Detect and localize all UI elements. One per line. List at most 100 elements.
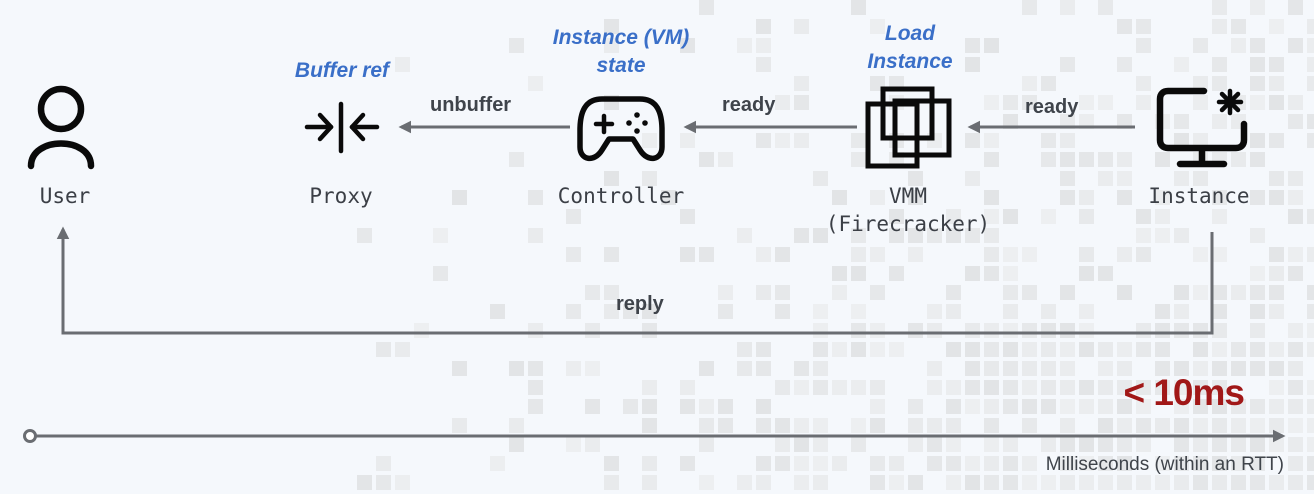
background-grid-square <box>1288 190 1303 205</box>
background-grid-square <box>642 418 657 433</box>
background-grid-square <box>965 38 980 53</box>
background-grid-square <box>1155 190 1170 205</box>
background-grid-square <box>984 361 999 376</box>
background-grid-square <box>756 342 771 357</box>
background-grid-square <box>756 475 771 490</box>
background-grid-square <box>1288 0 1303 15</box>
background-grid-square <box>870 285 885 300</box>
background-grid-square <box>509 361 524 376</box>
background-grid-square <box>946 209 961 224</box>
background-grid-square <box>1250 437 1265 452</box>
background-grid-square <box>1041 342 1056 357</box>
background-grid-square <box>680 133 695 148</box>
background-grid-square <box>1193 475 1208 490</box>
background-grid-square <box>1079 380 1094 395</box>
background-grid-square <box>756 399 771 414</box>
background-grid-square <box>794 76 809 91</box>
background-grid-square <box>1212 399 1227 414</box>
background-grid-square <box>452 190 467 205</box>
background-grid-square <box>699 475 714 490</box>
background-grid-square <box>1288 323 1303 338</box>
background-grid-square <box>946 304 961 319</box>
background-grid-square <box>1212 285 1227 300</box>
background-grid-square <box>1212 418 1227 433</box>
background-grid-square <box>870 399 885 414</box>
background-grid-square <box>1288 247 1303 262</box>
background-grid-square <box>1003 285 1018 300</box>
background-grid-square <box>1250 323 1265 338</box>
background-grid-square <box>1079 437 1094 452</box>
node-label-user: User <box>39 184 91 208</box>
background-grid-square <box>1231 475 1246 490</box>
background-grid-square <box>870 19 885 34</box>
background-grid-square <box>604 304 619 319</box>
background-grid-square <box>1098 152 1113 167</box>
background-grid-square <box>718 399 733 414</box>
background-grid-square <box>927 228 942 243</box>
background-grid-square <box>1098 266 1113 281</box>
background-grid-square <box>509 152 524 167</box>
background-grid-square <box>1060 475 1075 490</box>
background-grid-square <box>1155 418 1170 433</box>
background-grid-square <box>1307 399 1314 414</box>
background-grid-square <box>357 475 372 490</box>
background-grid-square <box>1193 399 1208 414</box>
background-grid-square <box>642 304 657 319</box>
edge-label-vmm-to-controller: ready <box>722 94 776 116</box>
background-grid-square <box>775 418 790 433</box>
background-grid-square <box>680 380 695 395</box>
background-grid-square <box>1250 475 1265 490</box>
background-grid-square <box>965 57 980 72</box>
background-grid-square <box>794 95 809 110</box>
background-grid-square <box>813 380 828 395</box>
background-grid-square <box>1079 266 1094 281</box>
background-grid-square <box>1117 418 1132 433</box>
background-grid-square <box>680 456 695 471</box>
background-grid-square <box>699 361 714 376</box>
background-grid-square <box>1269 399 1284 414</box>
controller-state-label-line1: Instance (VM) <box>552 26 690 49</box>
background-grid-square <box>794 418 809 433</box>
background-grid-square <box>1098 437 1113 452</box>
background-grid-square <box>984 399 999 414</box>
background-grid-square <box>965 361 980 376</box>
background-grid-square <box>452 361 467 376</box>
background-grid-square <box>1155 361 1170 376</box>
background-grid-square <box>1041 399 1056 414</box>
edge-label-instance-to-vmm: ready <box>1025 96 1079 118</box>
background-grid-square <box>832 456 847 471</box>
background-grid-square <box>1060 114 1075 129</box>
background-grid-square <box>1079 475 1094 490</box>
background-grid-square <box>1098 418 1113 433</box>
background-grid-square <box>813 475 828 490</box>
background-grid-square <box>1155 456 1170 471</box>
background-grid-square <box>1193 361 1208 376</box>
background-grid-square <box>1250 133 1265 148</box>
background-grid-square <box>490 456 505 471</box>
arrow-reply-to-user <box>56 226 1214 335</box>
background-grid-square <box>642 380 657 395</box>
background-grid-square <box>889 475 904 490</box>
background-grid-square <box>1022 0 1037 15</box>
background-grid-square <box>1212 304 1227 319</box>
background-grid-square <box>946 399 961 414</box>
background-grid-square <box>1060 57 1075 72</box>
background-grid-square <box>756 285 771 300</box>
background-grid-square <box>870 456 885 471</box>
node-label-instance: Instance <box>1148 184 1250 208</box>
background-grid-square <box>946 418 961 433</box>
background-grid-square <box>1003 361 1018 376</box>
background-grid-square <box>1250 190 1265 205</box>
background-grid-square <box>699 152 714 167</box>
background-grid-square <box>509 38 524 53</box>
background-grid-square <box>1136 19 1151 34</box>
background-grid-square <box>1269 418 1284 433</box>
background-grid-square <box>775 95 790 110</box>
background-grid-square <box>984 95 999 110</box>
background-grid-square <box>1003 456 1018 471</box>
background-grid-square <box>1250 399 1265 414</box>
background-grid-square <box>1022 361 1037 376</box>
background-grid-square <box>984 152 999 167</box>
